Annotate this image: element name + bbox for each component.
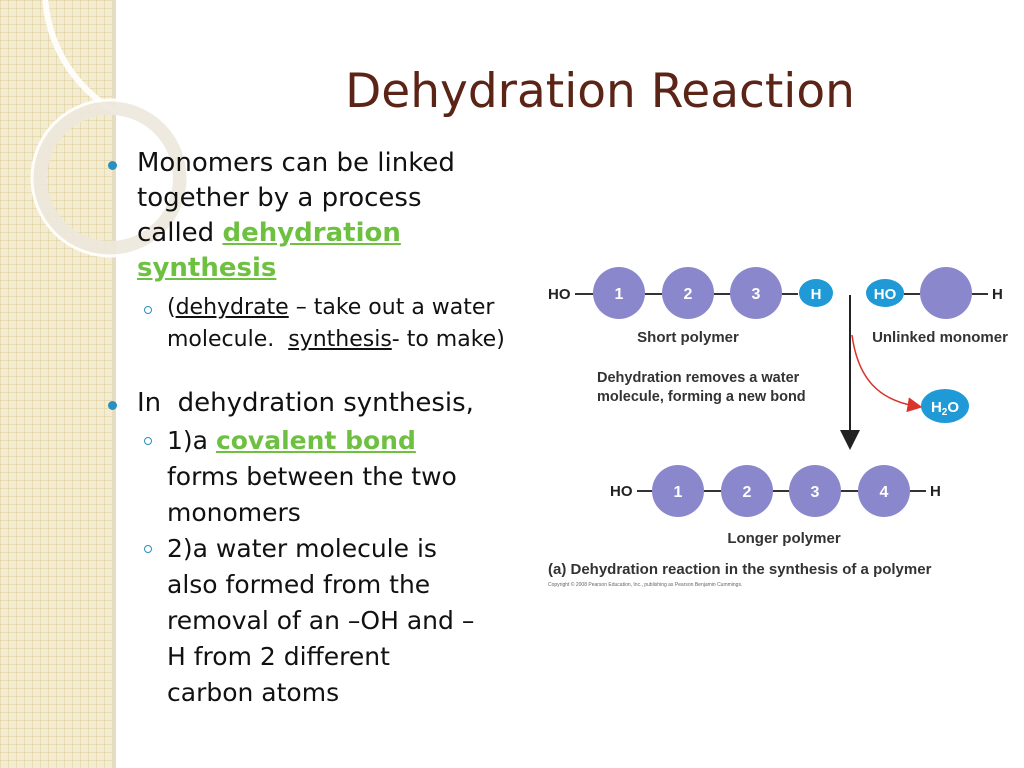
sub-bullet-covalent: 1)a covalent bond forms between the two … — [108, 423, 556, 531]
text-run: forms between the two — [167, 462, 457, 491]
polymer-unit-2 — [721, 465, 773, 517]
polymer-unit-2-label: 2 — [743, 484, 752, 501]
water-h: H — [931, 399, 942, 416]
hydroxyl-cap-label: HO — [874, 286, 897, 303]
short-polymer-label: Short polymer — [637, 329, 739, 346]
monomer-2-label: 2 — [684, 286, 693, 303]
bullet-list: Monomers can be linked together by a pro… — [108, 146, 556, 711]
figure-caption: (a) Dehydration reaction in the synthesi… — [548, 561, 932, 578]
monomer-3-label: 3 — [752, 286, 761, 303]
text-run: called — [137, 218, 223, 248]
polymer-unit-4-label: 4 — [880, 484, 889, 501]
text-line: removal of an –OH and – — [167, 603, 556, 639]
hydrogen-end-label: H — [930, 483, 941, 500]
text-line: forms between the two — [167, 459, 556, 495]
hydrogen-cap-label: H — [811, 286, 822, 303]
polymer-unit-3-label: 3 — [811, 484, 820, 501]
slide-title: Dehydration Reaction — [345, 64, 855, 119]
text-run: molecule. — [167, 327, 289, 352]
decorative-ring-small-outline — [30, 98, 190, 258]
key-term-dehydration: dehydration — [222, 218, 401, 248]
bullet-dot-icon — [108, 161, 117, 170]
monomer-1 — [593, 267, 645, 319]
text-line: Monomers can be linked — [137, 146, 556, 181]
text-run: 1)a — [167, 426, 216, 455]
decorative-rings — [30, 0, 300, 258]
bullet-item-synthesis: In dehydration synthesis, — [108, 386, 556, 421]
water-o: O — [947, 399, 959, 416]
monomer-end-label: H — [992, 286, 1003, 303]
hydroxyl-cap — [866, 279, 904, 307]
text-run: monomers — [167, 498, 301, 527]
band-edge — [112, 0, 116, 768]
text-run: together by a process — [137, 183, 422, 213]
text-run: carbon atoms — [167, 678, 340, 707]
underlined-word: synthesis — [288, 327, 392, 352]
water-molecule-label: H2O — [931, 399, 959, 418]
water-release-arrow — [851, 334, 923, 413]
text-run: 2)a water molecule is — [167, 534, 437, 563]
unlinked-monomer — [920, 267, 972, 319]
text-line: molecule. synthesis- to make) — [167, 324, 556, 356]
text-line: carbon atoms — [167, 675, 556, 711]
polymer-unit-1 — [652, 465, 704, 517]
polymer-unit-1-label: 1 — [674, 484, 683, 501]
hydroxyl-end-label: HO — [548, 286, 571, 303]
sub-bullet-circle-icon — [144, 437, 152, 445]
hydrogen-cap — [799, 279, 833, 307]
text-line: synthesis — [137, 251, 556, 286]
sub-bullet-definition: (dehydrate – take out a water molecule. … — [108, 292, 556, 356]
bullet-dot-icon — [108, 401, 117, 410]
monomer-3 — [730, 267, 782, 319]
text-line: In dehydration synthesis, — [137, 386, 556, 421]
text-run: – take out a water — [288, 295, 495, 320]
sub-bullet-circle-icon — [144, 545, 152, 553]
text-line: 1)a covalent bond — [167, 423, 556, 459]
text-line: also formed from the — [167, 567, 556, 603]
longer-polymer-label: Longer polymer — [727, 530, 841, 547]
sub-bullet-water: 2)a water molecule is also formed from t… — [108, 531, 556, 711]
key-term-covalent-bond: covalent bond — [215, 426, 416, 455]
text-run: ( — [167, 295, 176, 320]
text-run: removal of an –OH and – — [167, 606, 475, 635]
text-line: 2)a water molecule is — [167, 531, 556, 567]
sub-bullet-circle-icon — [144, 306, 152, 314]
text-line: monomers — [167, 495, 556, 531]
water-subscript: 2 — [942, 407, 948, 418]
monomer-1-label: 1 — [615, 286, 624, 303]
hydroxyl-end-label: HO — [610, 483, 633, 500]
text-run: also formed from the — [167, 570, 431, 599]
bullet-item-linking: Monomers can be linked together by a pro… — [108, 146, 556, 286]
dehydration-diagram: HO 1 2 3 H HO H Short polymer Unlinked m… — [548, 267, 1008, 588]
removal-note-line2: molecule, forming a new bond — [597, 389, 806, 405]
underlined-word: dehydrate — [175, 295, 289, 320]
polymer-unit-4 — [858, 465, 910, 517]
text-line: called dehydration — [137, 216, 556, 251]
copyright-note: Copyright © 2008 Pearson Education, Inc.… — [548, 581, 742, 588]
text-line: (dehydrate – take out a water — [167, 292, 556, 324]
text-run: In dehydration synthesis, — [137, 388, 474, 418]
unlinked-monomer-label: Unlinked monomer — [872, 329, 1008, 346]
text-run: - to make) — [391, 327, 505, 352]
decorative-ring-small — [33, 101, 187, 255]
water-molecule — [921, 389, 969, 423]
decorative-ring-large — [42, 0, 300, 133]
key-term-synthesis: synthesis — [137, 253, 277, 283]
removal-note-line1: Dehydration removes a water — [597, 370, 800, 386]
text-run: Monomers can be linked — [137, 148, 455, 178]
text-run: H from 2 different — [167, 642, 390, 671]
text-line: together by a process — [137, 181, 556, 216]
monomer-2 — [662, 267, 714, 319]
text-line: H from 2 different — [167, 639, 556, 675]
polymer-unit-3 — [789, 465, 841, 517]
